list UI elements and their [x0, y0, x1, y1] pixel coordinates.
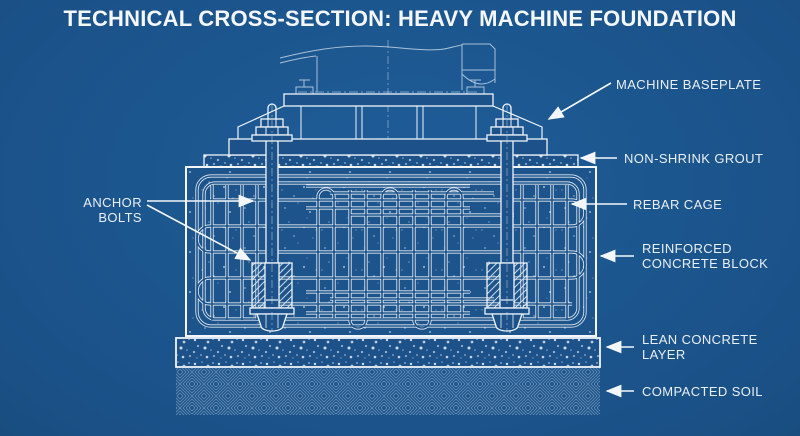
machine-outline: [279, 43, 496, 95]
label-lean-concrete-layer: LEAN CONCRETE LAYER: [642, 332, 758, 363]
lean-concrete-layer: [175, 337, 601, 368]
page-title: TECHNICAL CROSS-SECTION: HEAVY MACHINE F…: [63, 6, 737, 31]
label-rebar-cage: REBAR CAGE: [633, 197, 723, 212]
label-non-shrink-grout: NON-SHRINK GROUT: [624, 151, 764, 166]
leader-machine-baseplate: [547, 82, 612, 120]
leader-anchor-bolts-lower: [146, 204, 252, 261]
label-anchor-bolts: ANCHOR BOLTS: [83, 195, 142, 226]
label-compacted-soil: COMPACTED SOIL: [642, 384, 763, 399]
label-machine-baseplate: MACHINE BASEPLATE: [616, 77, 762, 92]
compacted-soil: [176, 367, 600, 415]
leader-lines: [146, 82, 634, 398]
baseplate-group: [228, 93, 548, 156]
grout-layer: [203, 154, 579, 168]
label-reinforced-concrete-block: REINFORCED CONCRETE BLOCK: [642, 241, 769, 272]
